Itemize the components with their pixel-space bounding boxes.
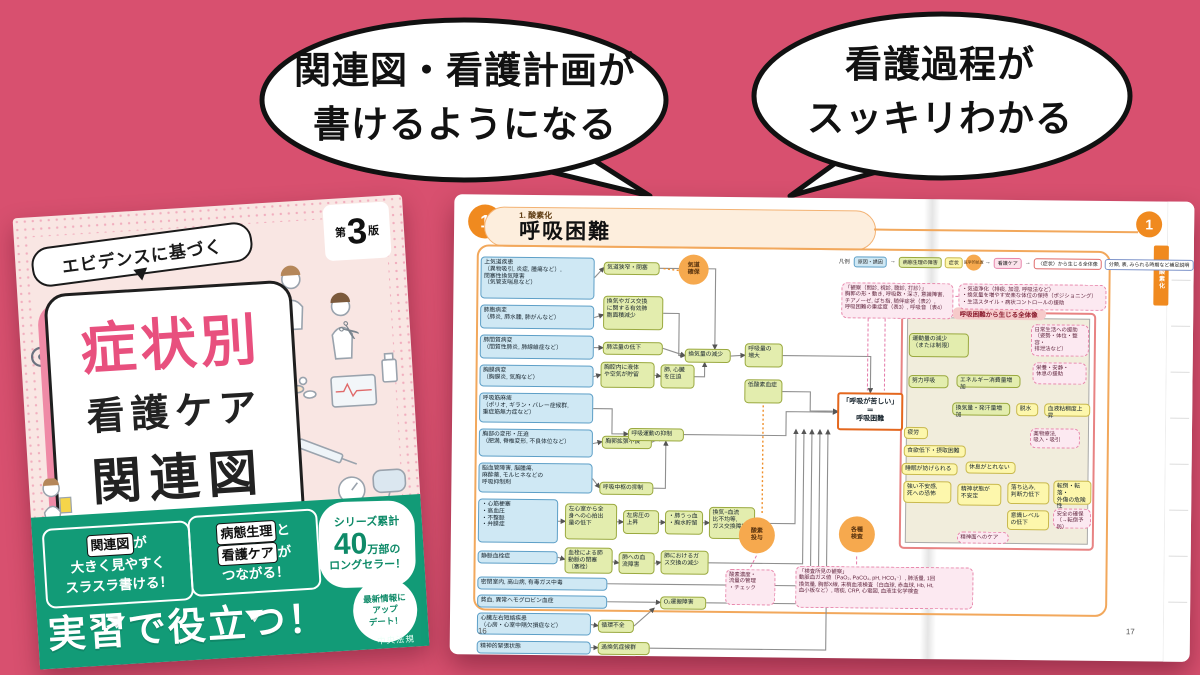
flow-node-patho: 血栓による肺 動脈の閉塞 （塞栓）: [564, 547, 613, 574]
flow-node-cause: 静脈血栓症: [477, 550, 558, 565]
tagline-pointer: [133, 267, 150, 282]
flow-node-symptom: 落ち込み, 判断力低下: [1007, 481, 1050, 505]
flow-node-cause: 心臓左右短絡疾患 （心房・心室中隔欠損症など）: [476, 612, 592, 636]
flow-node-patho: 肺, 心臓 を圧迫: [660, 364, 695, 389]
flow-node-patho: 運動量の減少 （または制限）: [908, 332, 969, 358]
point1-line3: スラスラ書ける！: [64, 573, 174, 596]
bubble-left-line1: 関連図・看護計画が: [294, 50, 636, 91]
edition-number: 3: [345, 209, 369, 252]
flow-node-care: 精神面へのケア: [956, 531, 1009, 544]
flow-node-patho: 低酸素血症: [744, 379, 783, 404]
flowchart-nodes: 上気道疾患 （異物吸引, 炎症, 腫瘍など）, 閉塞性換気障害 （気管支喘息など…: [450, 194, 1195, 662]
flow-node-patho: 肺におけるガ ス交換の減少: [660, 550, 709, 575]
flow-node-patho: 換気量の減少: [684, 348, 731, 364]
flow-node-patho: 努力呼吸: [908, 374, 949, 389]
flow-node-cause: ・心筋梗塞 ・高血圧 ・不整脈 ・弁膜症: [477, 498, 559, 544]
flow-node-symptom: 強い不安感, 死への恐怖: [903, 480, 952, 504]
flow-node-patho: 左心室から全 身への心拍出 量の低下: [564, 503, 618, 540]
flow-node-symptom: 精神状態が 不安定: [957, 483, 1002, 506]
flow-node-patho: エネルギー消費量増加: [956, 374, 1021, 390]
flow-node-care: 日常生活への援助 （姿勢・体位・整容・ 排泄法など）: [1030, 324, 1090, 357]
series-badge: シリーズ累計 40万部の ロングセラー！: [318, 500, 417, 589]
flow-node-symptom: 食欲低下・摂取困難: [903, 444, 966, 458]
point1-keyword: 関連図: [85, 532, 135, 557]
flow-node-patho: 換気量・発汗量増加: [952, 402, 1011, 418]
flow-node-cause: 肺胞病変 （肺炎, 肺水腫, 肺がんなど）: [480, 304, 595, 330]
point2-joiner1: と: [275, 521, 291, 538]
cover-green-band: 関連図が 大きく見やすく スラスラ書ける！ 病態生理と 看護ケアが つながる！ …: [30, 493, 430, 670]
flow-node-cause: 密閉室内, 高山病, 有毒ガス中毒: [477, 576, 608, 591]
flow-node-cause: 肺間質病変 （間質性肺炎, 肺線維症など）: [479, 334, 594, 360]
point2-joiner2: が: [277, 543, 292, 560]
flow-node-patho: O₂運搬障害: [660, 596, 707, 610]
flow-node-treatment: 酸素 投与: [738, 517, 776, 554]
page-number-left: 16: [477, 626, 487, 636]
flow-node-symptom: 睡眠が妨げられる: [901, 462, 958, 476]
flow-node-treatment: 気道 確保: [678, 254, 709, 285]
book-cover: エビデンスに基づく 第 3 版: [12, 194, 430, 670]
speech-bubble-left: 関連図・看護計画が 書けるようになる: [252, 12, 678, 208]
point2-keyword2: 看護ケア: [217, 541, 279, 567]
flow-node-cause: 上気道疾患 （異物吸引, 炎症, 腫瘍など）, 閉塞性換気障害 （気管支喘息など…: [480, 256, 595, 300]
flow-node-care: 安全の確保 （→転倒予防）: [1052, 508, 1092, 530]
flow-node-patho: 胸腔内に液体 や空気が貯留: [600, 361, 655, 389]
flow-node-patho: 肺活量の低下: [602, 341, 663, 356]
bubble-left-line2: 書けるようになる: [313, 103, 617, 145]
speech-bubble-right: 看護過程が スッキリわかる: [742, 8, 1138, 208]
flow-node-cause: 胸膜病変 （胸膜炎, 気胸など）: [479, 364, 594, 388]
point2-line3: つながる！: [221, 564, 290, 584]
flow-node-patho: 換気やガス交換 に関する有効肺 胞面積減少: [603, 295, 664, 331]
selling-point-2: 病態生理と 看護ケアが つながる！: [187, 508, 322, 598]
flow-node-symptom: 血液粘稠度上昇: [1044, 403, 1091, 419]
edition-badge: 第 3 版: [322, 201, 392, 262]
flow-node-symptom: 疲労: [903, 426, 929, 440]
flow-node-treatment: 各種 検査: [838, 516, 876, 553]
series-number: 40: [333, 527, 368, 562]
flow-node-cause: 貧血, 異常ヘモグロビン血症: [477, 594, 608, 609]
flow-node-center: 「呼吸が苦しい」 ＝ 呼吸困難: [836, 392, 904, 431]
flow-node-care: 「観察（問診, 視診, 聴診, 打診）」 胸郭の形・動き, 呼吸数・深さ, 意識…: [841, 282, 954, 320]
flow-node-care: 「検査所見の観察」 動脈血ガス値（PaO₂, PaCO₂, pH, HCO₃⁻）…: [795, 565, 974, 610]
book-spread: 1 1. 酸素化 呼吸困難 1 1 酸素化 凡例 原因・誘因→病態生理の障害症状…: [449, 194, 1195, 662]
flow-node-patho: 呼吸量の 増大: [744, 343, 783, 368]
edition-prefix: 第: [334, 227, 347, 240]
page-number-right: 17: [1125, 627, 1135, 637]
bubble-right-line1: 看護過程が: [845, 44, 1035, 85]
flow-node-patho: 左房圧の 上昇: [622, 509, 660, 535]
flow-node-symptom: 意識レベル の低下: [1006, 509, 1050, 531]
flow-node-patho: 循環不全: [597, 619, 634, 634]
point1-line2: 大きく見やすく: [70, 554, 166, 575]
flow-node-patho: 気道狭窄・閉塞: [603, 261, 660, 276]
publisher-name: 中央法規: [376, 633, 416, 646]
cover-title-line3: 関連図: [90, 444, 268, 511]
point2-keyword1: 病態生理: [215, 519, 278, 545]
edition-suffix: 版: [367, 224, 380, 238]
cover-title-line1: 症状別: [78, 307, 263, 382]
flow-node-symptom: 脱水: [1016, 403, 1039, 417]
flow-node-patho: 過換気症候群: [597, 641, 650, 656]
flow-node-cause: 脳血管障害, 脳腫瘍, 麻酔薬, モルヒネなどの 呼吸抑制剤: [478, 462, 593, 494]
flow-node-cause: 胸部の変形・圧迫 （肥満, 脊椎変形, 不良体位など）: [478, 428, 593, 458]
flow-node-symptom: 転倒・転落・ 外傷の危険性: [1053, 480, 1092, 510]
flow-node-patho: 肺への血 流障害: [618, 551, 655, 575]
flow-node-care: ・気道浄化（排痰, 加湿, 呼吸法など） ・換気量を増やす安楽な体位の保持（ポジ…: [958, 283, 1107, 311]
bubble-right-line2: スッキリわかる: [807, 97, 1073, 139]
flow-node-care: 酸素濃度・ 流量の管理 ・チェック: [725, 568, 776, 606]
flow-node-care: 栄養・安静・ 休息の援助: [1032, 362, 1087, 385]
series-unit: 万部の: [367, 543, 401, 557]
flow-node-patho: 呼吸中枢の抑制: [599, 481, 654, 496]
flow-node-cause: 精神的緊張状態: [476, 640, 591, 655]
cover-title-line2: 看護ケア: [85, 386, 264, 440]
speech-bubble-left-shape: [259, 17, 669, 199]
flow-node-symptom: 休息がとれない: [965, 461, 1016, 475]
flow-node-care: 薬物療法, 吸入・吸引: [1029, 428, 1081, 449]
point1-tail: が: [132, 534, 148, 551]
speech-bubble-right-shape: [751, 11, 1133, 199]
flow-node-patho: 呼吸運動の抑制: [627, 427, 684, 442]
flow-node-cause: 呼吸筋麻痺 （ポリオ, ギラン・バレー症候群, 重症筋無力症など）: [479, 392, 594, 424]
flow-node-patho: ・肺うっ血 ・胸水貯留: [664, 510, 704, 535]
series-line3: ロングセラー！: [329, 558, 407, 573]
